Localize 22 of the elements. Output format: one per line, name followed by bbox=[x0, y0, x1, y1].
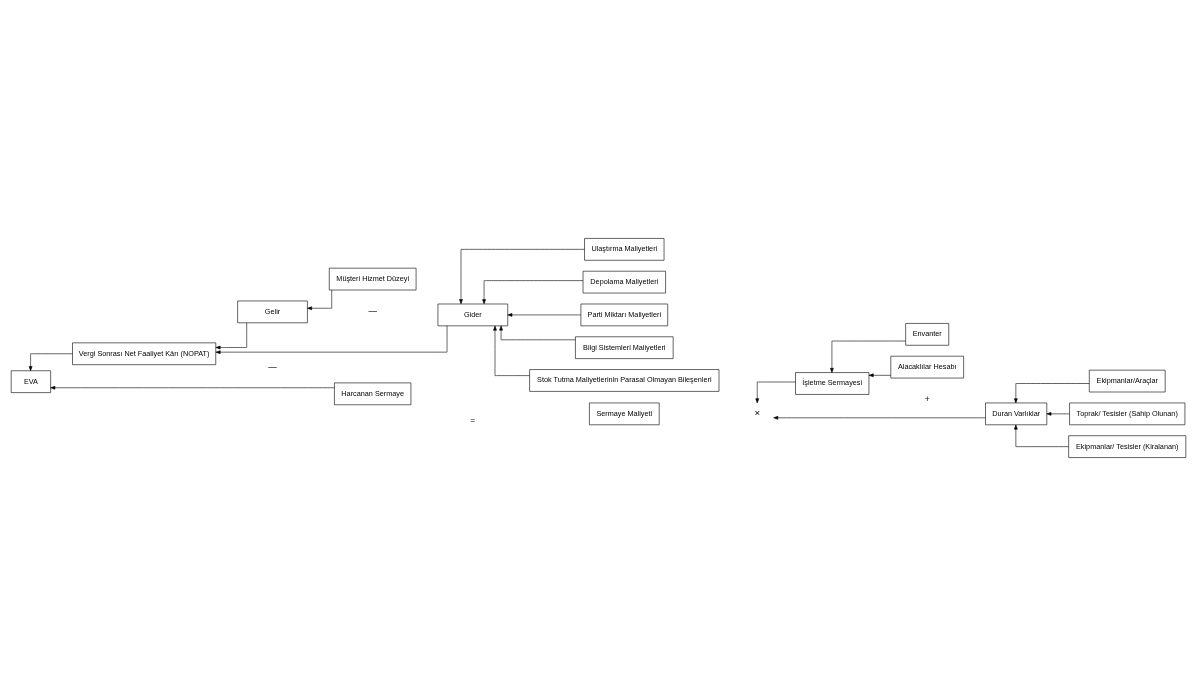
label: = bbox=[470, 414, 476, 425]
arrow bbox=[50, 385, 335, 390]
arrow bbox=[755, 381, 796, 403]
arrow bbox=[482, 279, 584, 304]
arrow bbox=[507, 312, 581, 317]
arrow bbox=[773, 415, 986, 420]
arrow bbox=[215, 325, 448, 354]
arrow bbox=[28, 352, 73, 371]
label: + bbox=[924, 393, 930, 404]
arrow bbox=[1014, 424, 1069, 447]
arrow bbox=[1046, 411, 1070, 416]
arrow bbox=[1014, 382, 1090, 403]
label: — bbox=[368, 305, 377, 316]
arrow bbox=[830, 340, 906, 373]
arrow bbox=[868, 373, 892, 377]
label: — bbox=[268, 361, 277, 372]
arrow bbox=[459, 248, 585, 304]
arrow bbox=[499, 325, 576, 340]
node-text: × bbox=[754, 406, 761, 418]
arrow bbox=[215, 322, 248, 349]
arrow bbox=[307, 289, 332, 310]
arrow bbox=[493, 325, 530, 376]
